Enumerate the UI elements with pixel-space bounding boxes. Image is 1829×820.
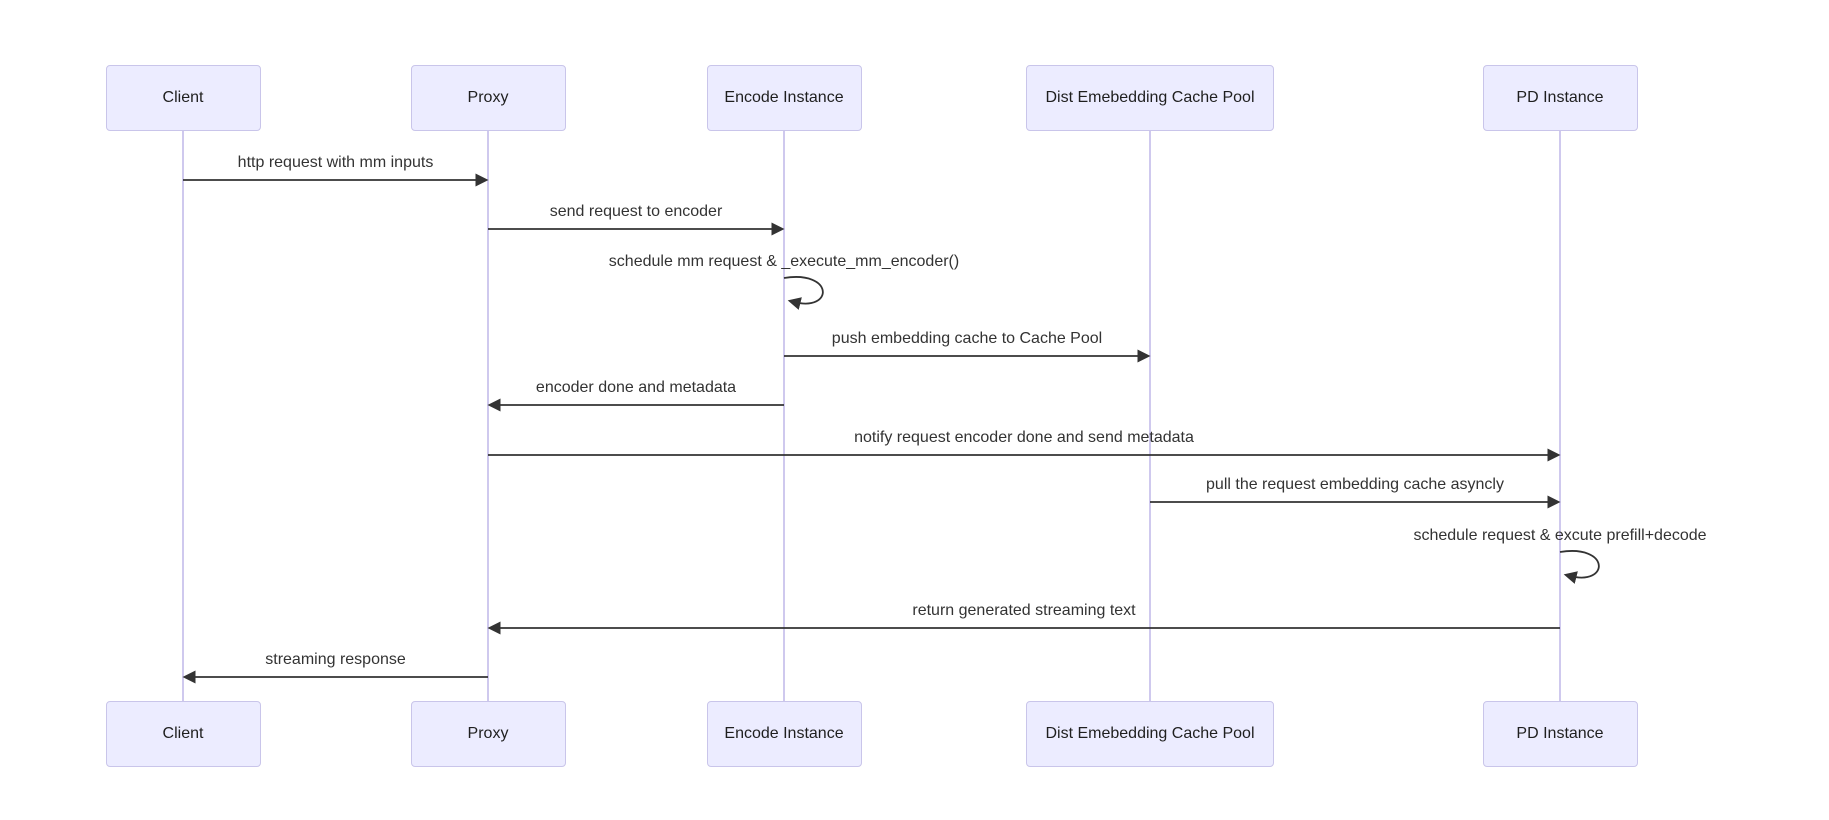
- actor-box-bottom-client: Client: [105, 701, 261, 767]
- actor-box-bottom-pd: PD Instance: [1482, 701, 1638, 767]
- actor-box-top-encode: Encode Instance: [706, 65, 862, 131]
- message-label: schedule request & excute prefill+decode: [1413, 527, 1707, 544]
- actor-label: Dist Emebedding Cache Pool: [1045, 89, 1255, 107]
- message-label: return generated streaming text: [912, 602, 1136, 619]
- actor-label: PD Instance: [1516, 725, 1604, 743]
- message-label: pull the request embedding cache asyncly: [1206, 476, 1504, 493]
- actor-box-top-client: Client: [105, 65, 261, 131]
- actor-label: Proxy: [467, 725, 509, 743]
- self-loop-arrow: [783, 276, 824, 310]
- message-label: send request to encoder: [549, 203, 723, 220]
- message-label: notify request encoder done and send met…: [854, 429, 1194, 446]
- actor-box-bottom-encode: Encode Instance: [706, 701, 862, 767]
- actor-box-top-pd: PD Instance: [1482, 65, 1638, 131]
- actor-label: Client: [162, 89, 204, 107]
- message-label: schedule mm request & _execute_mm_encode…: [608, 253, 960, 270]
- message-label: encoder done and metadata: [535, 379, 737, 396]
- actor-label: Client: [162, 725, 204, 743]
- actor-label: Dist Emebedding Cache Pool: [1045, 725, 1255, 743]
- message-label: streaming response: [265, 651, 406, 668]
- message-label: push embedding cache to Cache Pool: [831, 330, 1103, 347]
- actor-box-bottom-cachepool: Dist Emebedding Cache Pool: [1026, 701, 1274, 767]
- actor-label: Encode Instance: [724, 89, 844, 107]
- actor-box-bottom-proxy: Proxy: [410, 701, 566, 767]
- actor-label: PD Instance: [1516, 89, 1604, 107]
- self-loop-arrow: [1559, 550, 1600, 584]
- message-label: http request with mm inputs: [237, 154, 434, 171]
- actor-box-top-cachepool: Dist Emebedding Cache Pool: [1026, 65, 1274, 131]
- actor-label: Encode Instance: [724, 725, 844, 743]
- actor-box-top-proxy: Proxy: [410, 65, 566, 131]
- actor-label: Proxy: [467, 89, 509, 107]
